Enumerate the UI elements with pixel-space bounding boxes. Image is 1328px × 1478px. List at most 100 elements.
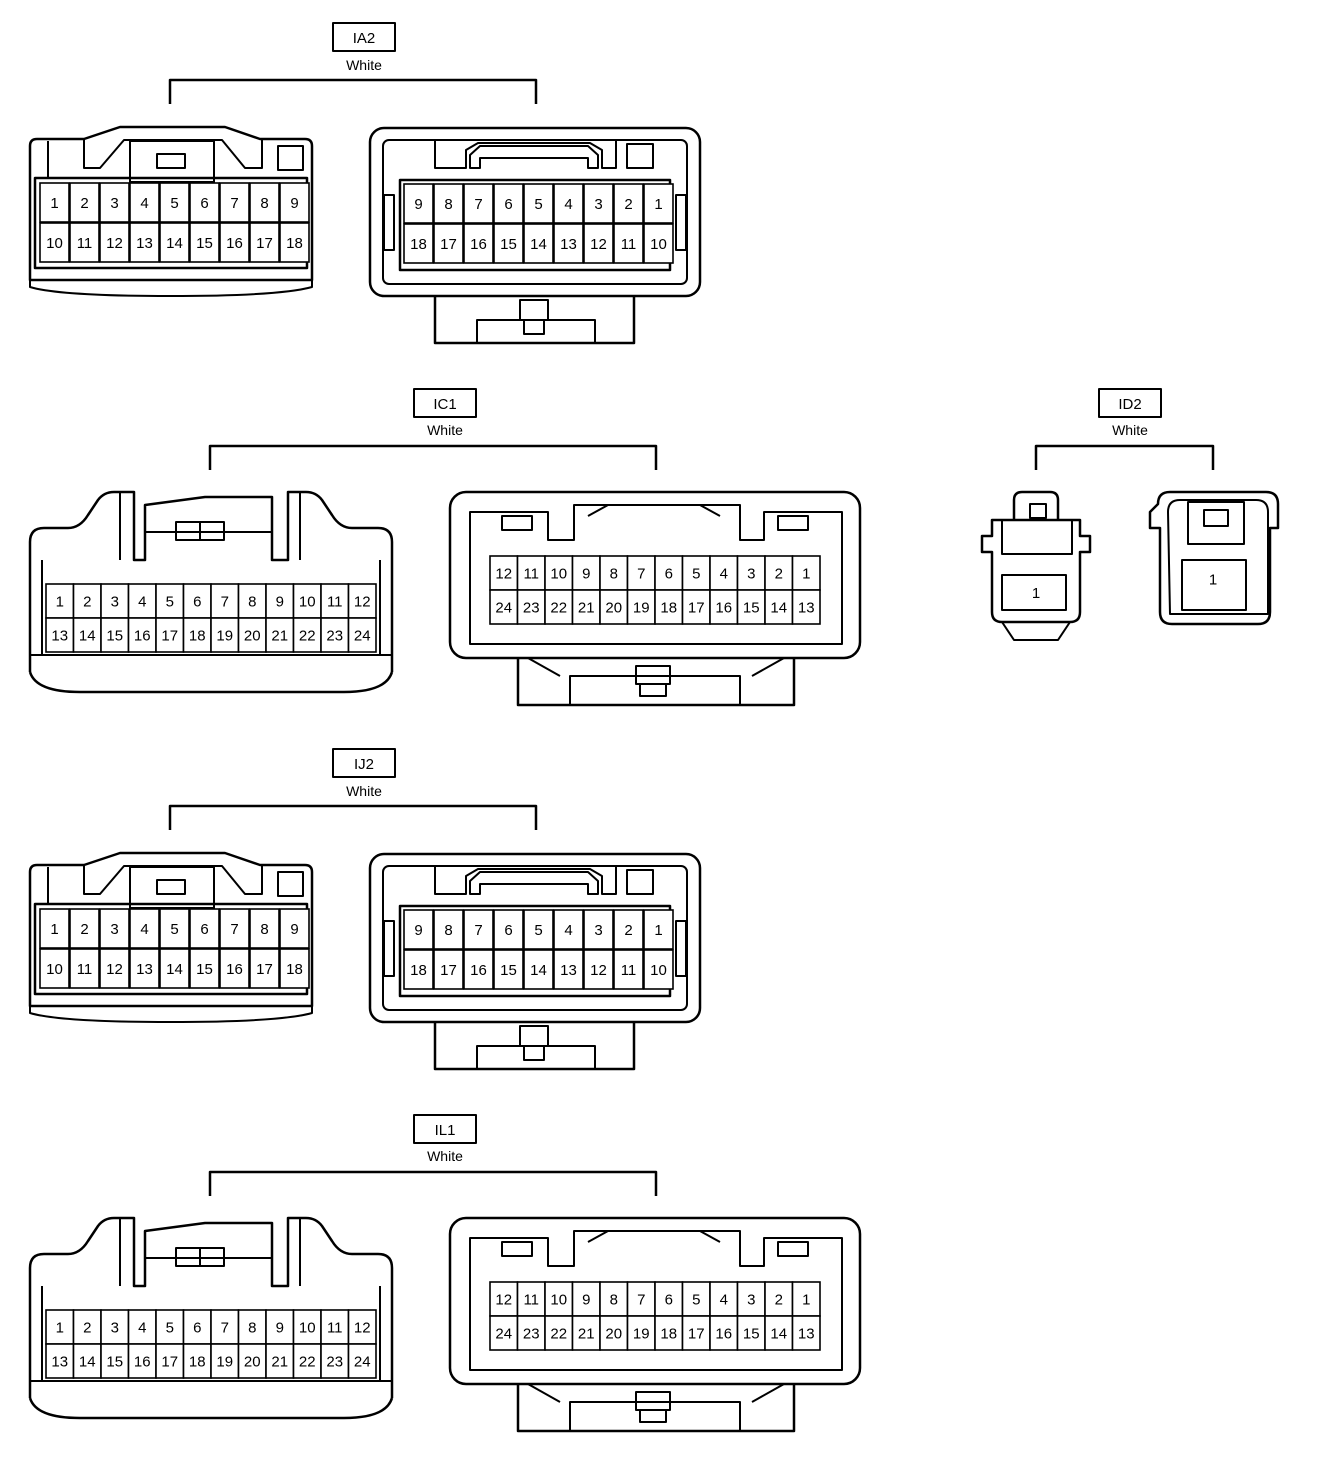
pin-number: 9 [276, 1319, 284, 1336]
pin-number: 13 [51, 1353, 68, 1370]
pin-cell [219, 908, 250, 949]
pin-number: 2 [624, 196, 632, 213]
pin-cell [463, 949, 494, 990]
pin-cell [219, 948, 250, 989]
pin-number: 18 [189, 627, 206, 644]
pin-cell [613, 949, 644, 990]
pin-cell [523, 949, 554, 990]
pin-cell [39, 908, 70, 949]
female-connector-housing [1148, 490, 1280, 626]
pin-cell [129, 948, 160, 989]
pin-number: 16 [226, 235, 243, 252]
pin-number: 12 [354, 593, 371, 610]
pin-number: 22 [550, 1325, 567, 1342]
pin-number: 7 [637, 1291, 645, 1308]
pin-number: 15 [743, 599, 760, 616]
pin-cell [553, 909, 584, 950]
pin-cell [219, 182, 250, 223]
pin-number: 8 [444, 196, 452, 213]
pin-cell [39, 222, 70, 263]
pin-number: 9 [276, 593, 284, 610]
pin-number: 15 [196, 235, 213, 252]
pin-number: 24 [495, 599, 512, 616]
pin-number: 10 [650, 962, 667, 979]
pin-number: 24 [495, 1325, 512, 1342]
pin-number: 3 [747, 565, 755, 582]
pin-cell [189, 222, 220, 263]
pin-number: 13 [798, 599, 815, 616]
pin-number: 6 [193, 1319, 201, 1336]
pin-cell [210, 1309, 240, 1345]
pin-number: 10 [299, 593, 316, 610]
pin-cell [189, 948, 220, 989]
pin-number: 5 [534, 922, 542, 939]
pin-number: 17 [161, 627, 178, 644]
pin-number: 13 [136, 235, 153, 252]
pin-number: 17 [256, 961, 273, 978]
pin-number: 14 [166, 235, 183, 252]
pin-number: 10 [650, 236, 667, 253]
pin-cell [544, 589, 574, 625]
pin-cell [764, 589, 794, 625]
pin-number: 1 [654, 922, 662, 939]
pin-cell [433, 909, 464, 950]
pin-cell [523, 909, 554, 950]
pin-number: 18 [410, 962, 427, 979]
pin-cell [159, 182, 190, 223]
pin-cell [613, 223, 644, 264]
pin-number: 10 [550, 565, 567, 582]
pin-cell [155, 617, 185, 653]
pin-number: 6 [504, 922, 512, 939]
pin-cell [45, 617, 75, 653]
pin-number: 16 [715, 599, 732, 616]
pin-cell [583, 949, 614, 990]
pin-number: 11 [621, 236, 637, 253]
pin-cell [69, 948, 100, 989]
pin-number: 11 [77, 235, 93, 252]
pin-number: 14 [79, 1353, 96, 1370]
pin-number: 14 [770, 1325, 787, 1342]
pin-number: 2 [80, 921, 88, 938]
pin-number: 2 [83, 1319, 91, 1336]
pin-number: 2 [775, 565, 783, 582]
pin-cell [403, 909, 434, 950]
pin-cell [583, 183, 614, 224]
pin-number: 6 [665, 565, 673, 582]
pin-number: 2 [80, 195, 88, 212]
pin-cell [129, 182, 160, 223]
pin-number: 11 [621, 962, 637, 979]
pin-number: 14 [770, 599, 787, 616]
pin-number: 1 [802, 1291, 810, 1308]
pair-bracket [168, 804, 538, 830]
pin-number: 6 [665, 1291, 673, 1308]
pin-number: 2 [624, 922, 632, 939]
pin-number: 21 [271, 627, 288, 644]
pin-number: 3 [111, 1319, 119, 1336]
pin-number: 17 [256, 235, 273, 252]
connector-code-box [413, 388, 477, 418]
pin-number: 17 [161, 1353, 178, 1370]
pin-number: 17 [440, 962, 457, 979]
pin-number: 10 [299, 1319, 316, 1336]
pin-cell [583, 909, 614, 950]
pin-cell [403, 183, 434, 224]
pin-number: 3 [594, 922, 602, 939]
pin-number: 14 [530, 962, 547, 979]
pin-number: 22 [550, 599, 567, 616]
pin-number: 12 [495, 1291, 512, 1308]
female-connector-housing [368, 126, 702, 345]
pin-number: 3 [594, 196, 602, 213]
pin-number: 3 [111, 593, 119, 610]
pin-cell [643, 223, 674, 264]
pin-number: 19 [216, 627, 233, 644]
pin-cell [489, 1315, 519, 1351]
pin-cell [791, 1281, 821, 1317]
pin-number: 1 [1209, 571, 1217, 588]
pin-cell [182, 583, 212, 619]
pin-number: 21 [578, 1325, 595, 1342]
connector-code: ID2 [1118, 396, 1141, 413]
connector-color: White [427, 422, 463, 438]
